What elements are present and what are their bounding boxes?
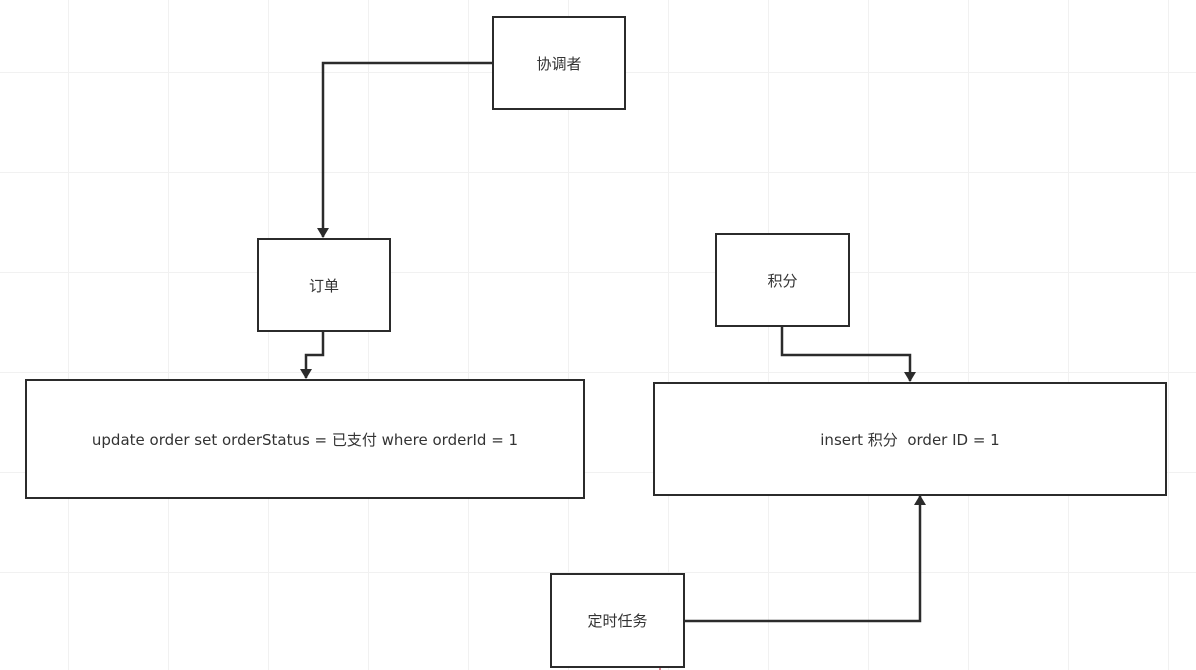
order-update-node[interactable]: update order set orderStatus = 已支付 where…	[25, 379, 585, 499]
edge-coordinator-to-order	[317, 61, 492, 238]
points-node[interactable]: 积分	[715, 233, 850, 327]
order-node[interactable]: 订单	[257, 238, 391, 332]
order-update-label: update order set orderStatus = 已支付 where…	[91, 430, 519, 449]
edge-scheduled-task-to-insert-box	[684, 495, 926, 623]
coordinator-node[interactable]: 协调者	[492, 16, 626, 110]
scheduled-task-node[interactable]: 定时任务	[550, 573, 685, 668]
points-insert-node[interactable]: insert 积分 order ID = 1	[653, 382, 1167, 496]
edge-order-to-update-box	[300, 332, 325, 379]
coordinator-label: 协调者	[536, 54, 582, 73]
edge-points-to-insert-box	[780, 326, 916, 382]
order-label: 订单	[308, 276, 339, 295]
points-insert-label: insert 积分 order ID = 1	[820, 430, 1000, 449]
points-label: 积分	[767, 271, 798, 290]
scheduled-task-label: 定时任务	[587, 612, 648, 630]
